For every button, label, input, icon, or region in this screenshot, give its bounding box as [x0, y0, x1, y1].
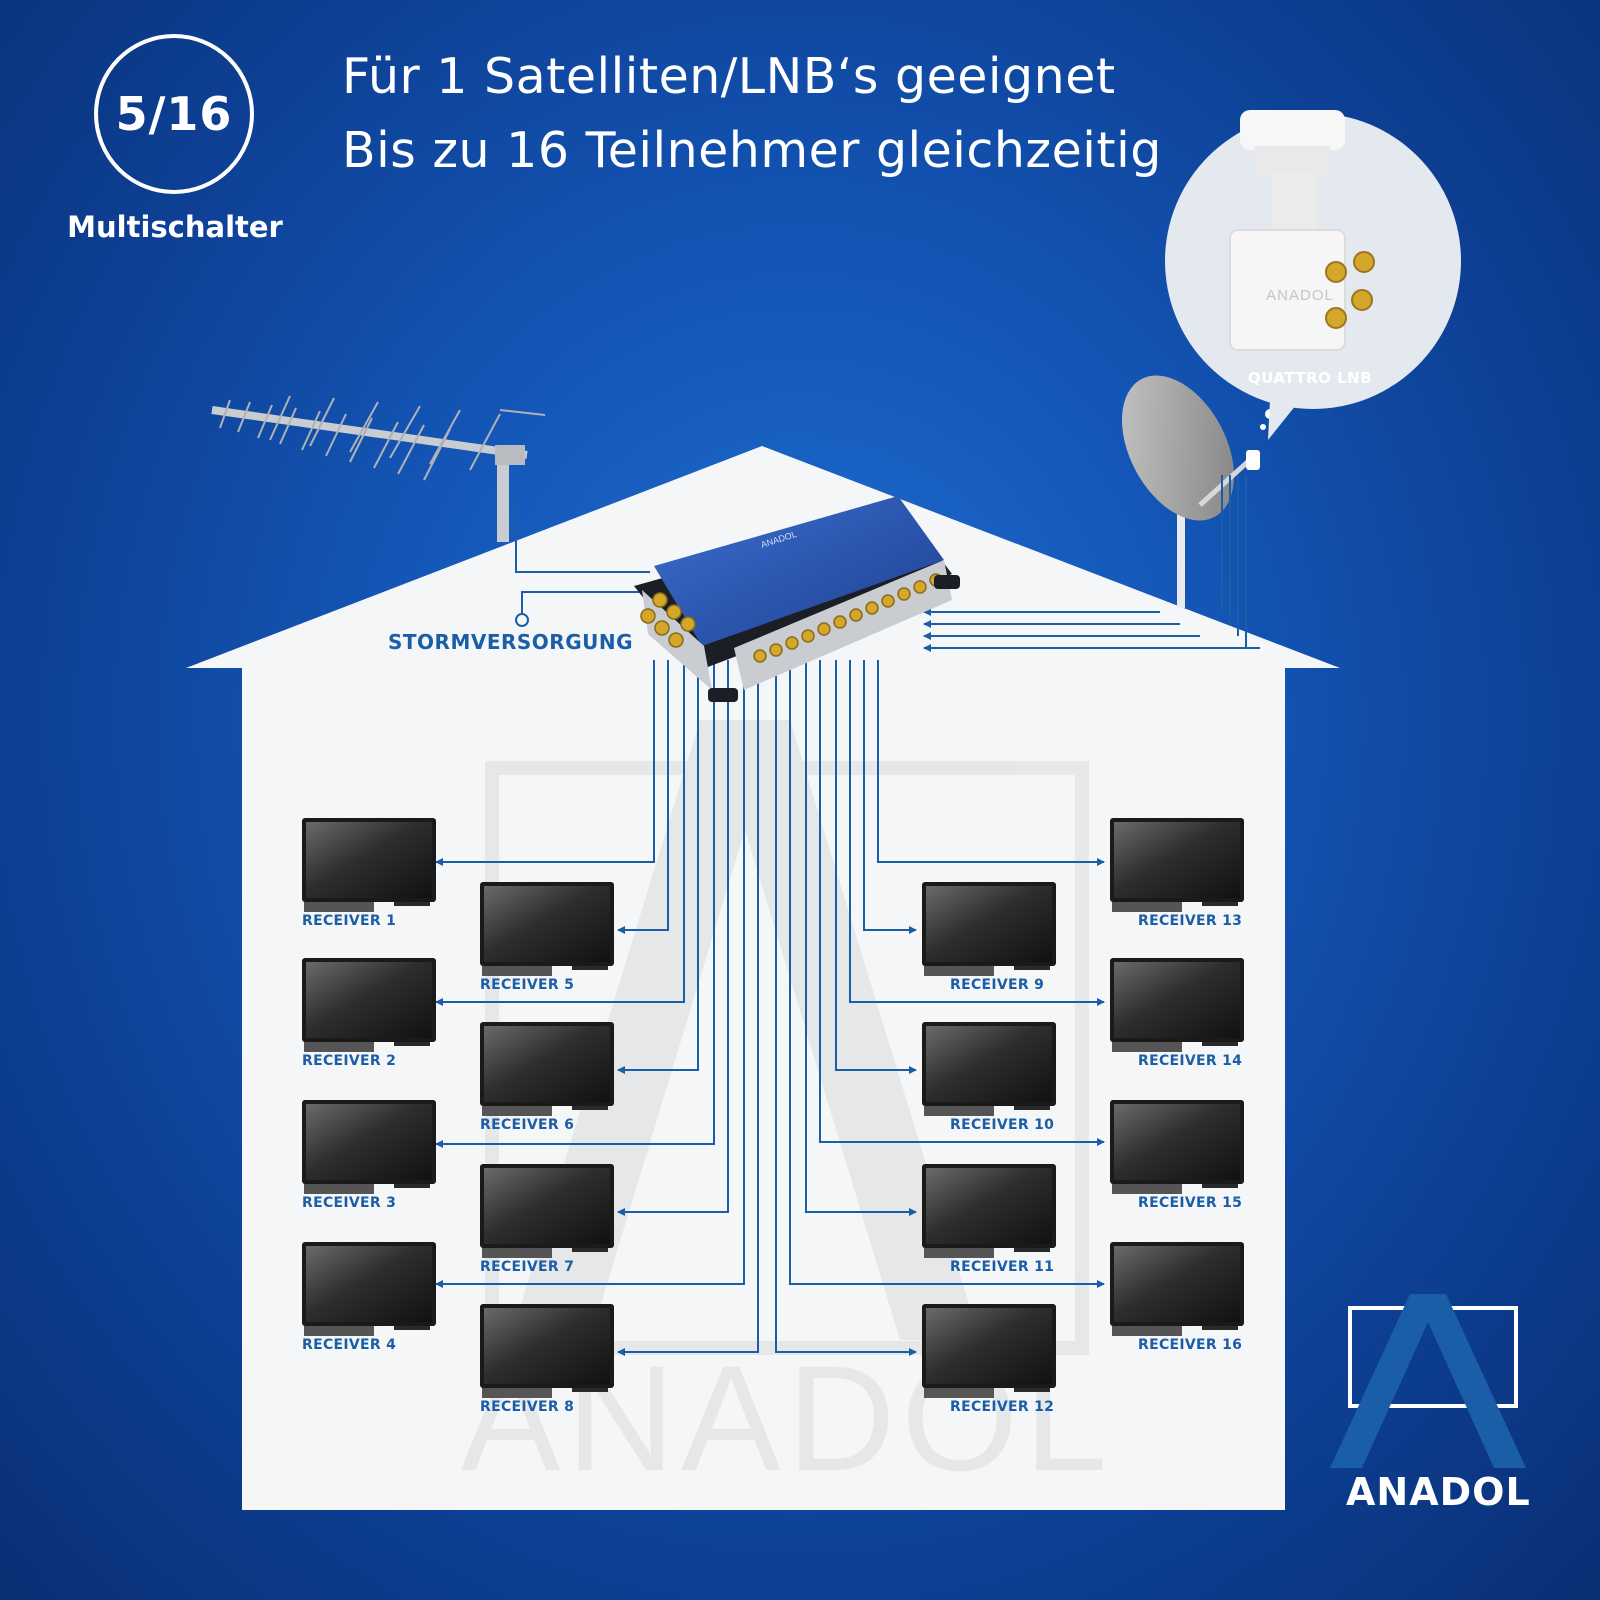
receiver-label: RECEIVER 6 [480, 1117, 575, 1133]
receiver-label: RECEIVER 8 [480, 1399, 575, 1415]
badge-value: 5/16 [115, 87, 233, 141]
headline-line-2: Bis zu 16 Teilnehmer gleichzeitig [342, 122, 1162, 179]
receiver-label: RECEIVER 16 [1138, 1337, 1243, 1353]
receiver-tv [922, 1304, 1056, 1398]
receiver-label: RECEIVER 7 [480, 1259, 575, 1275]
satellite-dish [1121, 375, 1275, 608]
set-top-box [304, 902, 374, 912]
receiver-tv [1110, 1242, 1244, 1336]
receiver-tv [302, 1242, 436, 1336]
lnb-callout: ANADOL [1165, 110, 1461, 409]
set-top-box [1112, 1042, 1182, 1052]
set-top-box [482, 1106, 552, 1116]
set-top-box [924, 1106, 994, 1116]
receiver-tv [302, 958, 436, 1052]
cable-network [435, 475, 1260, 1356]
receiver-tv [302, 1100, 436, 1194]
receiver-tv [480, 1304, 614, 1398]
set-top-box [482, 1248, 552, 1258]
lnb-callout-pointer [1268, 400, 1300, 440]
receiver-label: RECEIVER 12 [950, 1399, 1055, 1415]
terrestrial-antenna [211, 395, 546, 542]
receiver-tv [480, 1164, 614, 1258]
set-top-box [924, 966, 994, 976]
lnb-label: QUATTRO LNB [1247, 369, 1373, 387]
receiver-label: RECEIVER 1 [302, 913, 397, 929]
receiver-tv [922, 882, 1056, 976]
receiver-label: RECEIVER 4 [302, 1337, 397, 1353]
receiver-label: RECEIVER 15 [1138, 1195, 1243, 1211]
receiver-label: RECEIVER 11 [950, 1259, 1055, 1275]
set-top-box [304, 1184, 374, 1194]
set-top-box [482, 1388, 552, 1398]
badge-label: Multischalter [67, 210, 283, 244]
set-top-box [924, 1388, 994, 1398]
set-top-box [1112, 1184, 1182, 1194]
receiver-tv [302, 818, 436, 912]
set-top-box [304, 1042, 374, 1052]
anadol-logo [1330, 1294, 1526, 1468]
set-top-box [1112, 1326, 1182, 1336]
receiver-tv [922, 1164, 1056, 1258]
receiver-label: RECEIVER 10 [950, 1117, 1055, 1133]
receivers [302, 818, 1244, 1398]
receiver-tv [1110, 818, 1244, 912]
receiver-label: RECEIVER 3 [302, 1195, 397, 1211]
receiver-tv [1110, 1100, 1244, 1194]
receiver-label: RECEIVER 2 [302, 1053, 397, 1069]
receiver-label: RECEIVER 9 [950, 977, 1045, 993]
lnb-brand: ANADOL [1266, 287, 1334, 304]
set-top-box [1112, 902, 1182, 912]
power-supply-label: STORMVERSORGUNG [388, 630, 634, 654]
multiswitch-device: ANADOL [634, 496, 960, 702]
receiver-label: RECEIVER 13 [1138, 913, 1243, 929]
multiswitch-type-badge: 5/16 [94, 34, 254, 194]
set-top-box [482, 966, 552, 976]
set-top-box [304, 1326, 374, 1336]
brand-name: ANADOL [1346, 1470, 1531, 1514]
receiver-tv [480, 1022, 614, 1116]
headline-line-1: Für 1 Satelliten/LNB‘s geeignet [342, 48, 1116, 105]
receiver-tv [922, 1022, 1056, 1116]
receiver-tv [1110, 958, 1244, 1052]
receiver-label: RECEIVER 5 [480, 977, 575, 993]
set-top-box [924, 1248, 994, 1258]
receiver-tv [480, 882, 614, 976]
receiver-label: RECEIVER 14 [1138, 1053, 1243, 1069]
